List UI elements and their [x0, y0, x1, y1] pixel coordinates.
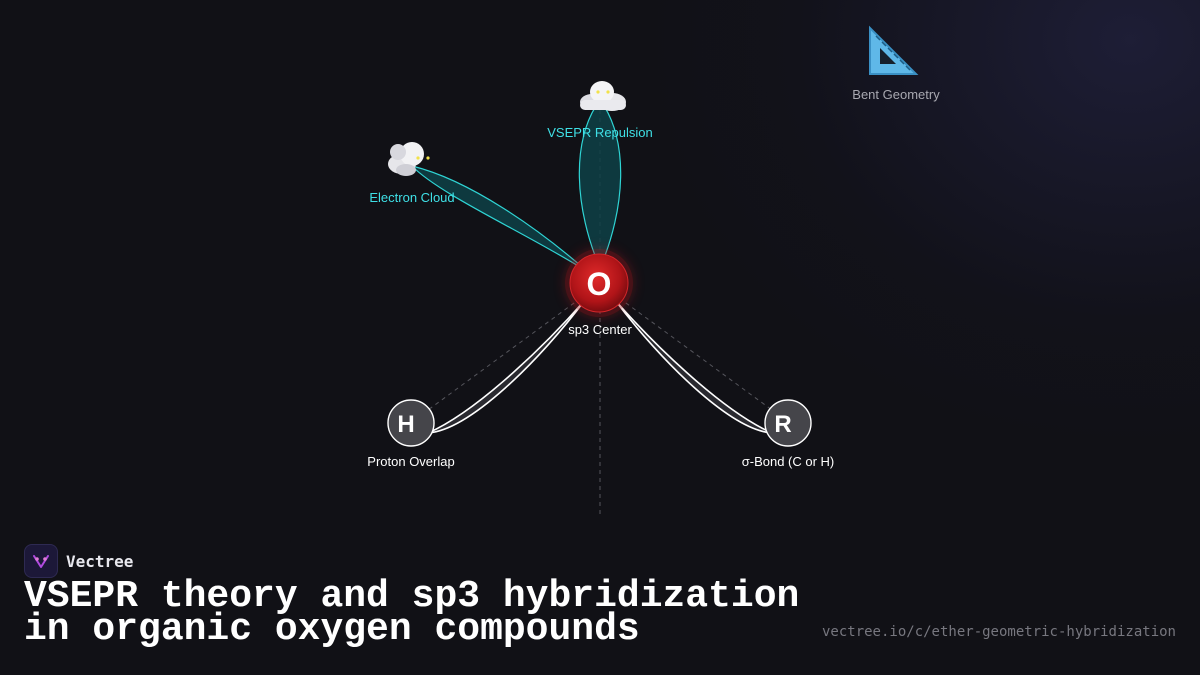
title-line-2: in organic oxygen compounds: [24, 608, 640, 651]
electron-cloud-label: Electron Cloud: [369, 190, 454, 205]
r-group-atom: [764, 399, 812, 447]
oxygen-symbol: O: [587, 266, 612, 302]
bent-geometry-label: Bent Geometry: [852, 87, 940, 102]
lone-pair-lobe-electron-cloud: [410, 164, 589, 273]
bond-lobe-h: [427, 299, 586, 434]
r-group-symbol: R: [774, 411, 791, 438]
source-url[interactable]: vectree.io/c/ether-geometric-hybridizati…: [821, 624, 1176, 640]
sigma-bond-label: σ-Bond (C or H): [742, 454, 835, 469]
vsepr-repulsion-label: VSEPR Repulsion: [547, 125, 653, 140]
vectree-logo-icon: [24, 544, 58, 578]
h-bond-guide: [427, 283, 601, 411]
proton-overlap-label: Proton Overlap: [367, 454, 454, 469]
hydrogen-atom: [387, 399, 435, 447]
r-bond-guide: [599, 283, 773, 411]
cloud-icon: [388, 142, 430, 176]
title-line-1: VSEPR theory and sp3 hybridization: [24, 575, 800, 618]
bond-lobe-r: [614, 299, 773, 434]
oxygen-atom: [569, 253, 629, 313]
cloud-icon: [580, 81, 626, 111]
hydrogen-symbol: H: [397, 411, 414, 438]
brand: Vectree: [24, 544, 133, 578]
page-title: VSEPR theory and sp3 hybridization in or…: [24, 575, 800, 651]
triangle-ruler-icon: [869, 25, 919, 75]
sp3-center-label: sp3 Center: [568, 322, 632, 337]
brand-name: Vectree: [66, 551, 134, 571]
